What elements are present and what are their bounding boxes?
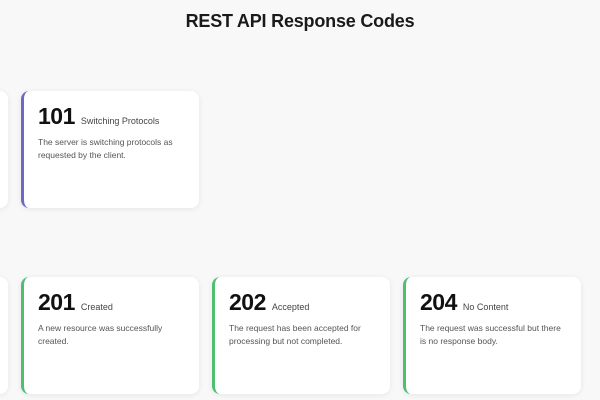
status-description: The request has been accepted for proces… bbox=[229, 323, 361, 346]
status-code: 202 bbox=[229, 289, 266, 315]
partial-card-offscreen bbox=[0, 91, 8, 208]
partial-card-offscreen bbox=[0, 277, 8, 394]
status-name: Switching Protocols bbox=[80, 116, 160, 126]
status-code: 204 bbox=[420, 289, 457, 315]
status-card-201: 201 Created A new resource was successfu… bbox=[21, 277, 199, 394]
status-code: 201 bbox=[38, 289, 75, 315]
status-description: The server is switching protocols as req… bbox=[38, 137, 173, 160]
status-code: 101 bbox=[38, 103, 75, 129]
status-description: A new resource was successfully created. bbox=[38, 323, 163, 346]
status-name: No Content bbox=[462, 302, 509, 312]
status-description: The request was successful but there is … bbox=[420, 323, 561, 346]
status-card-204: 204 No Content The request was successfu… bbox=[403, 277, 581, 394]
status-name: Created bbox=[80, 302, 113, 312]
status-name: Accepted bbox=[271, 302, 310, 312]
status-card-101: 101 Switching Protocols The server is sw… bbox=[21, 91, 199, 208]
status-card-202: 202 Accepted The request has been accept… bbox=[212, 277, 390, 394]
page-title: REST API Response Codes bbox=[185, 11, 415, 31]
